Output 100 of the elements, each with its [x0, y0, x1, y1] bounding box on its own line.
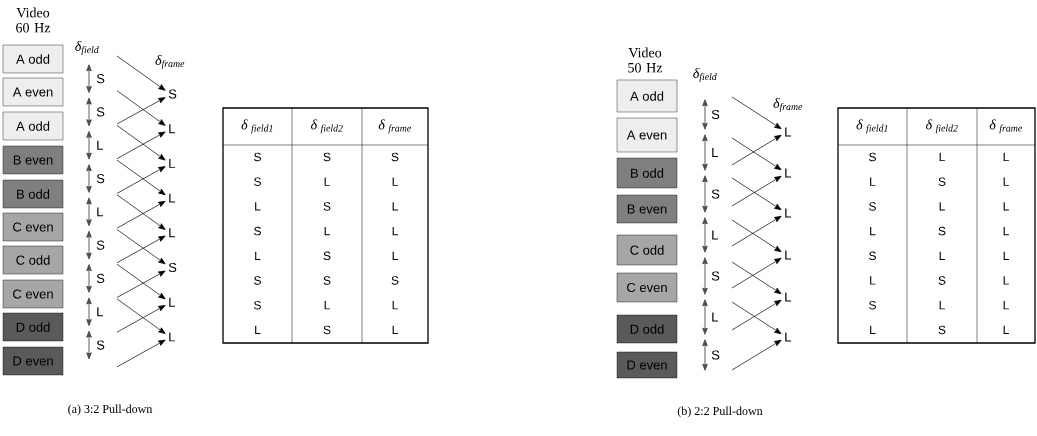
table-value: S — [254, 226, 261, 236]
arrow — [116, 305, 166, 333]
interval-label: L — [712, 312, 718, 322]
table-value: S — [869, 300, 876, 310]
frame-label: L — [785, 332, 791, 342]
field-box: A odd — [2, 111, 64, 141]
frame-label: L — [169, 228, 175, 238]
arrow — [731, 261, 782, 295]
table-value: S — [391, 152, 399, 162]
table-value: L — [939, 202, 945, 211]
field-box: A even — [2, 77, 64, 107]
field-box: C odd — [616, 234, 678, 266]
table-value: L — [870, 276, 876, 285]
interval-label: S — [96, 173, 105, 184]
caption: (a) 3:2 Pull-down — [68, 404, 153, 416]
field-box: B even — [616, 194, 678, 224]
delta-heading: δ$_{frame}$ — [773, 98, 803, 112]
table-value: S — [938, 325, 946, 335]
interval-label: S — [96, 240, 105, 250]
table-value: L — [1003, 301, 1009, 310]
interval-label: L — [712, 148, 718, 157]
frame-label: L — [169, 124, 175, 134]
table-header: δ $_{field1}$ — [856, 119, 888, 134]
field-box: D odd — [616, 314, 678, 344]
interval-label: S — [96, 273, 105, 284]
frame-label: S — [168, 89, 177, 99]
frame-label: L — [785, 250, 791, 260]
frame-label: L — [169, 297, 175, 307]
arrow — [116, 339, 166, 368]
table-value: S — [254, 177, 261, 186]
interval-label: S — [96, 74, 105, 84]
table-value: S — [323, 251, 331, 261]
table-value: S — [938, 226, 946, 236]
table-value: L — [1003, 152, 1009, 162]
table-value: S — [938, 177, 946, 186]
table-value: L — [939, 251, 945, 260]
arrow — [116, 55, 166, 91]
frame-label: L — [785, 292, 791, 302]
table-value: L — [870, 226, 876, 236]
arrow — [731, 96, 782, 130]
arrow — [116, 159, 166, 196]
arrow — [116, 131, 166, 160]
delta-heading: δ$_{frame}$ — [155, 55, 185, 69]
field-box: A odd — [616, 79, 678, 113]
table-value: L — [392, 325, 398, 334]
frame-label: L — [169, 332, 175, 342]
frame-label: L — [169, 193, 175, 203]
arrow — [731, 339, 782, 371]
table-value: S — [323, 276, 331, 285]
frame-label: L — [169, 158, 175, 168]
field-box: A even — [616, 117, 678, 153]
table-value: L — [392, 202, 398, 211]
arrow — [116, 90, 166, 126]
table-value: S — [323, 202, 331, 211]
table-value: L — [1003, 177, 1009, 186]
frame-label: L — [785, 127, 791, 137]
table-value: L — [392, 177, 398, 186]
field-box: A odd — [2, 44, 64, 74]
delta-heading: δ$_{field}$ — [75, 41, 99, 55]
table-value: L — [1003, 202, 1009, 211]
table-value: S — [938, 276, 946, 285]
interval-label: S — [711, 350, 720, 360]
field-box: B even — [2, 145, 64, 175]
interval-label: S — [711, 189, 720, 199]
table-value: L — [870, 177, 876, 186]
table-value: L — [324, 177, 330, 186]
interval-label: S — [96, 107, 105, 117]
field-box: D odd — [2, 312, 64, 342]
arrow — [116, 200, 166, 229]
table-value: S — [254, 152, 261, 162]
table-value: L — [255, 325, 261, 334]
table-header: δ $_{frame}$ — [378, 119, 411, 134]
table-value: L — [1003, 226, 1009, 236]
interval-label: L — [712, 230, 718, 240]
arrow — [116, 270, 166, 298]
table-value: L — [392, 251, 398, 260]
field-box: B odd — [616, 157, 678, 189]
table-value: L — [1003, 325, 1009, 334]
field-box: D even — [616, 351, 678, 379]
table-value: S — [869, 202, 876, 211]
arrow — [731, 257, 782, 289]
table-value: L — [392, 301, 398, 310]
field-box: D even — [2, 346, 64, 376]
arrow — [116, 166, 166, 194]
interval-label: L — [97, 140, 103, 150]
table-value: L — [392, 226, 398, 236]
arrow — [116, 229, 166, 265]
interval-label: S — [711, 109, 720, 120]
table-value: L — [324, 226, 330, 236]
table-value: L — [870, 325, 876, 334]
delta-heading: δ$_{field}$ — [693, 68, 717, 82]
frame-label: S — [168, 262, 177, 273]
table-value: S — [323, 152, 331, 162]
table-value: L — [1003, 251, 1009, 260]
arrow — [116, 97, 166, 125]
interval-label: L — [97, 307, 103, 317]
table-value: L — [324, 301, 330, 310]
table-value: S — [391, 276, 399, 285]
caption: (b) 2:2 Pull-down — [677, 406, 763, 418]
arrow — [731, 215, 782, 247]
